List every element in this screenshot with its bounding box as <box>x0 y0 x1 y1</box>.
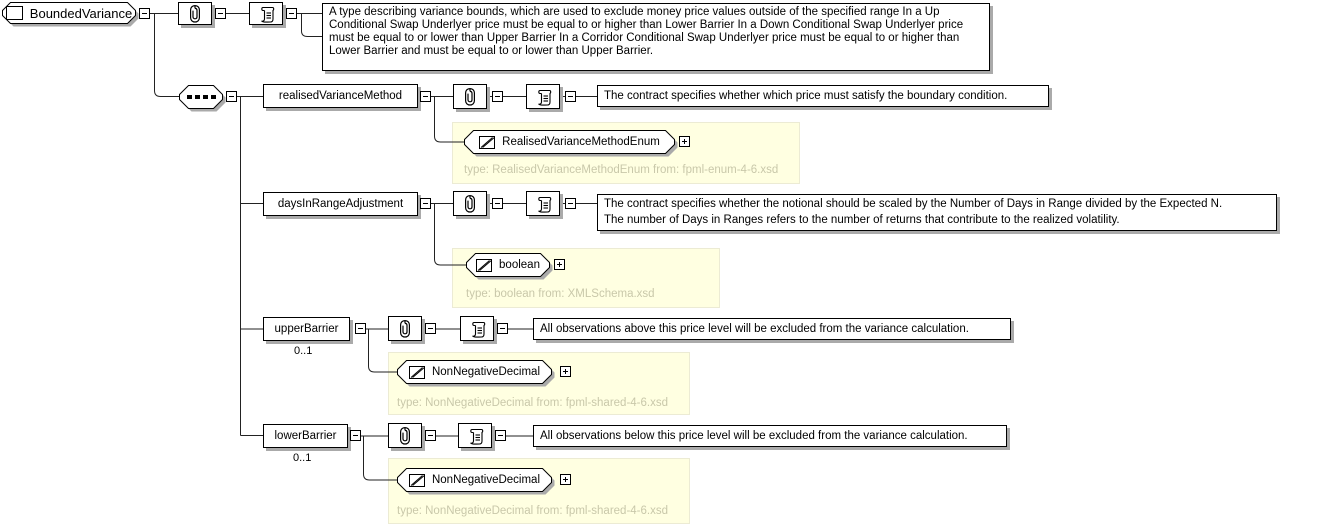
collapse-toggle[interactable] <box>420 198 431 209</box>
collapse-toggle[interactable] <box>497 323 508 334</box>
collapse-toggle[interactable] <box>420 91 431 102</box>
collapse-toggle[interactable] <box>226 91 237 102</box>
expand-toggle[interactable] <box>560 474 571 485</box>
attributes-box[interactable] <box>388 316 422 341</box>
collapse-toggle[interactable] <box>565 91 576 102</box>
expand-toggle[interactable] <box>554 259 565 270</box>
complex-type-icon <box>5 6 23 20</box>
annotation-box[interactable] <box>526 84 560 109</box>
sequence-compositor[interactable] <box>179 85 227 113</box>
annotation-icon <box>537 196 551 213</box>
attributes-box[interactable] <box>388 423 422 448</box>
expand-toggle[interactable] <box>560 366 571 377</box>
collapse-toggle[interactable] <box>286 8 297 19</box>
attributes-box[interactable] <box>453 191 487 216</box>
element-realisedVarianceMethod[interactable]: realisedVarianceMethod <box>263 84 418 108</box>
element-daysInRangeAdjustment[interactable]: daysInRangeAdjustment <box>263 192 418 216</box>
paperclip-icon <box>465 87 475 106</box>
collapse-toggle[interactable] <box>495 430 506 441</box>
element-upperBarrier[interactable]: upperBarrier <box>263 317 350 341</box>
collapse-toggle[interactable] <box>139 8 150 19</box>
annotation-text: All observations above this price level … <box>533 318 1011 340</box>
annotation-icon <box>471 321 485 338</box>
collapse-toggle[interactable] <box>425 430 436 441</box>
type-label: NonNegativeDecimal <box>431 366 541 378</box>
annotation-box[interactable] <box>460 316 494 341</box>
simple-type-icon <box>479 135 496 149</box>
type-meta-text: type: NonNegativeDecimal from: fpml-shar… <box>397 397 668 409</box>
cardinality-label: 0..1 <box>293 452 312 464</box>
type-label: NonNegativeDecimal <box>431 474 541 486</box>
type-meta-text: type: NonNegativeDecimal from: fpml-shar… <box>397 505 668 517</box>
annotation-icon <box>260 6 274 23</box>
annotation-text: All observations below this price level … <box>533 425 1007 447</box>
simple-type-icon <box>408 473 425 487</box>
type-node-boolean[interactable]: boolean <box>466 253 554 281</box>
type-node-NonNegativeDecimal[interactable]: NonNegativeDecimal <box>397 468 556 496</box>
annotation-box[interactable] <box>526 191 560 216</box>
collapse-toggle[interactable] <box>355 323 366 334</box>
type-node-NonNegativeDecimal[interactable]: NonNegativeDecimal <box>397 360 556 388</box>
paperclip-icon <box>400 320 410 338</box>
type-meta-text: type: RealisedVarianceMethodEnum from: f… <box>464 164 779 176</box>
annotation-box[interactable] <box>249 2 283 25</box>
simple-type-icon <box>408 365 425 379</box>
collapse-toggle[interactable] <box>492 198 503 209</box>
annotation-text: The contract specifies whether which pri… <box>597 85 1049 107</box>
sequence-icon <box>186 95 216 99</box>
expand-toggle[interactable] <box>679 136 690 147</box>
collapse-toggle[interactable] <box>215 8 226 19</box>
collapse-toggle[interactable] <box>565 198 576 209</box>
type-meta-text: type: boolean from: XMLSchema.xsd <box>466 288 655 300</box>
annotation-box[interactable] <box>458 423 492 448</box>
annotation-text: The contract specifies whether the notio… <box>597 194 1277 231</box>
collapse-toggle[interactable] <box>350 430 361 441</box>
type-label: RealisedVarianceMethodEnum <box>502 136 660 148</box>
attributes-box[interactable] <box>453 84 487 109</box>
element-lowerBarrier[interactable]: lowerBarrier <box>263 424 348 448</box>
annotation-icon <box>469 428 483 445</box>
simple-type-icon <box>476 258 493 272</box>
type-node-RealisedVarianceMethodEnum[interactable]: RealisedVarianceMethodEnum <box>464 130 679 158</box>
collapse-toggle[interactable] <box>425 323 436 334</box>
annotation-icon <box>537 89 551 106</box>
cardinality-label: 0..1 <box>294 345 313 357</box>
attributes-box[interactable] <box>178 2 212 25</box>
root-annotation-text: A type describing variance bounds, which… <box>322 3 990 71</box>
paperclip-icon <box>190 4 200 23</box>
root-element-label: BoundedVariance <box>29 5 133 21</box>
paperclip-icon <box>465 195 475 213</box>
type-label: boolean <box>499 259 540 271</box>
collapse-toggle[interactable] <box>492 91 503 102</box>
root-element-node[interactable]: BoundedVariance <box>2 2 140 28</box>
paperclip-icon <box>400 427 410 445</box>
